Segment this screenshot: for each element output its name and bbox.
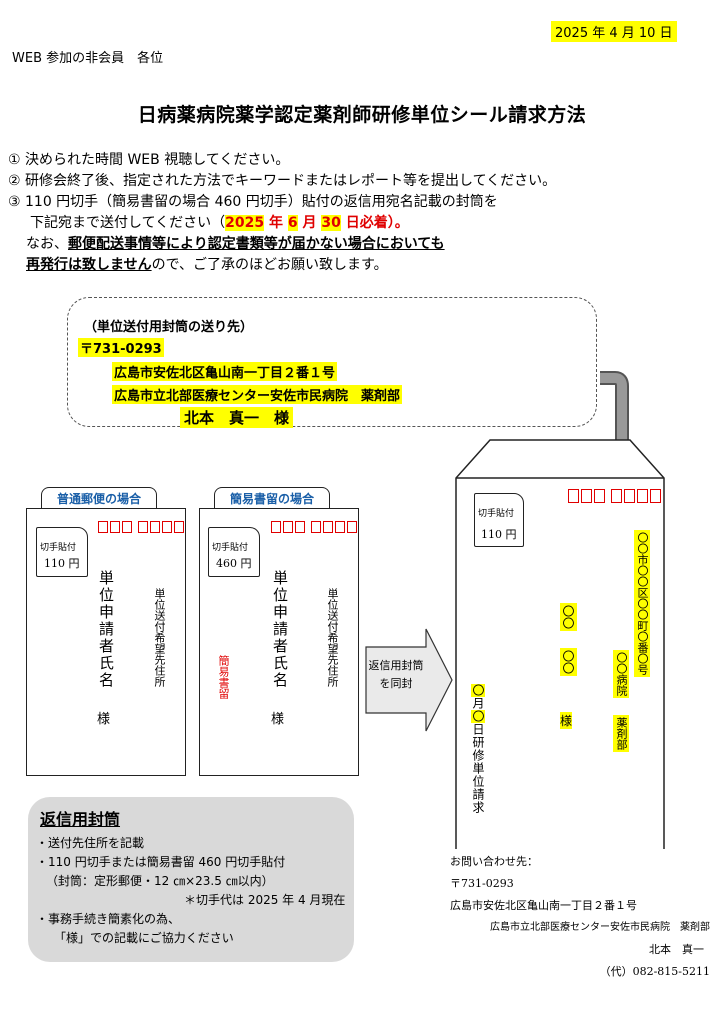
- enclose-label: 返信用封筒を同封: [368, 659, 424, 690]
- step-3-deadline-line: 下記宛まで送付してください（2025 年 6 月 30 日必着）。: [8, 213, 708, 234]
- mail-to-heading: （単位送付用封筒の送り先）: [84, 320, 254, 335]
- deadline-prefix: 下記宛まで送付してください（: [30, 215, 226, 231]
- recipient-hospital: 〇〇病院: [613, 650, 629, 698]
- stamp-value: 460 円: [216, 557, 252, 570]
- contact-postal: 〒731-0293: [450, 877, 514, 890]
- reply-panel-text: ・送付先住所を記載 ・110 円切手または簡易書留 460 円切手貼付 （封筒：…: [36, 834, 351, 948]
- stamp-label: 切手貼付: [212, 543, 249, 553]
- stamp-label: 切手貼付: [40, 543, 77, 553]
- step-2: ② 研修会終了後、指定された方法でキーワードまたはレポート等を提出してください。: [8, 173, 557, 189]
- address-line: 単位送付希望先住所: [153, 588, 166, 687]
- document-date: 2025 年 4 月 10 日: [551, 21, 677, 42]
- deadline: 2025 年 6 月 30 日必着）。: [225, 215, 409, 231]
- enclose-arrow: [365, 628, 453, 732]
- stamp-box-registered: [208, 527, 260, 577]
- mail-to-hospital: 広島市立北部医療センター安佐市民病院 薬剤部: [112, 385, 403, 404]
- tab-regular-mail: 普通郵便の場合: [41, 487, 157, 510]
- recipient-address: 〇〇市〇〇区〇〇町〇番〇号: [634, 530, 650, 677]
- stamp-label: 切手貼付: [478, 509, 515, 519]
- step-1: ① 決められた時間 WEB 視聴してください。: [8, 152, 290, 168]
- mail-to-person: 北本 真一 様: [180, 407, 294, 428]
- postal-code-boxes: [568, 489, 663, 503]
- note-line-2: 再発行は致しませんので、ご了承のほどお願い致します。: [26, 257, 388, 273]
- registered-mark: 簡易書留: [217, 655, 230, 699]
- stamp-value: 110 円: [481, 528, 517, 541]
- tab-registered-mail: 簡易書留の場合: [214, 487, 330, 510]
- instructions: ① 決められた時間 WEB 視聴してください。 ② 研修会終了後、指定された方法…: [8, 150, 708, 276]
- no-reissue-warning: 郵便配送事情等により認定書類等が届かない場合においても: [68, 236, 445, 252]
- contact-hospital: 広島市立北部医療センター安佐市民病院 薬剤部: [490, 922, 710, 933]
- sama-label: 様: [271, 712, 285, 727]
- recipient-sama: 様: [560, 712, 573, 729]
- recipient-name-a: 〇〇: [560, 603, 577, 631]
- contact-address: 広島市安佐北区亀山南一丁目２番１号: [450, 899, 637, 912]
- stamp-box-big: [474, 493, 524, 547]
- sama-label: 様: [97, 712, 111, 727]
- contact-person: 北本 真一: [649, 943, 704, 956]
- postal-code-boxes: [98, 521, 186, 533]
- reply-panel-title: 返信用封筒: [40, 810, 121, 829]
- stamp-value: 110 円: [44, 557, 80, 570]
- mail-to-address: 広島市安佐北区亀山南一丁目２番１号: [112, 362, 338, 381]
- reply-line-2: ・110 円切手または簡易書留 460 円切手貼付: [36, 855, 286, 869]
- postal-code-boxes: [271, 521, 359, 533]
- envelope-registered: [199, 508, 359, 776]
- mail-to-box: [67, 297, 597, 427]
- reply-envelope-panel: [28, 797, 354, 962]
- applicant-name-line: 単位申請者氏名: [97, 570, 115, 689]
- page-title: 日病薬病院薬学認定薬剤師研修単位シール請求方法: [137, 104, 587, 126]
- stamp-box-regular: [36, 527, 88, 577]
- mail-to-postal: 〒731-0293: [78, 338, 164, 357]
- addressee: WEB 参加の非会員 各位: [12, 51, 164, 66]
- reply-line-6: 「様」での記載にご協力ください: [54, 931, 234, 945]
- reply-line-1: ・送付先住所を記載: [36, 836, 145, 850]
- applicant-name-line: 単位申請者氏名: [271, 570, 289, 689]
- reply-line-4: ＊切手代は 2025 年 4 月現在: [184, 893, 346, 907]
- contact-phone: （代）082-815-5211: [599, 965, 710, 978]
- step-3: ③ 110 円切手（簡易書留の場合 460 円切手）貼付の返信用宛名記載の封筒を: [8, 194, 498, 210]
- note-line-1: なお、郵便配送事情等により認定書類等が届かない場合においても: [26, 236, 445, 252]
- envelope-note: 〇月〇日研修単位請求: [471, 684, 485, 814]
- recipient-name-b: 〇〇: [560, 648, 577, 676]
- reply-line-3: （封筒：定形郵便・12 ㎝×23.5 ㎝以内）: [46, 874, 274, 888]
- reply-line-5: ・事務手続き簡素化の為、: [36, 912, 181, 926]
- contact-heading: お問い合わせ先：: [450, 855, 538, 868]
- contact-block: お問い合わせ先： 〒731-0293 広島市安佐北区亀山南一丁目２番１号 広島市…: [450, 851, 710, 983]
- recipient-department: 薬剤部: [613, 715, 629, 752]
- address-line: 単位送付希望先住所: [326, 588, 339, 687]
